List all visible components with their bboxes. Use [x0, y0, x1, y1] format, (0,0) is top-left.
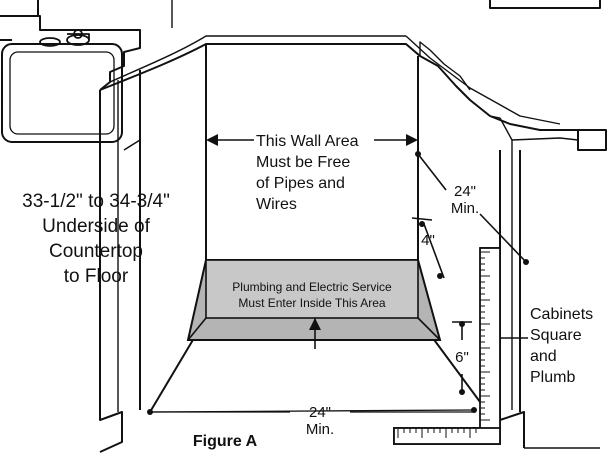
arrow-right-icon	[406, 134, 418, 146]
labels: 33-1/2" to 34-3/4" Underside of Countert…	[22, 133, 593, 450]
wall-area-line1: This Wall Area	[256, 133, 359, 150]
cabinets-line2: Square	[530, 327, 582, 344]
sink-basin	[1, 43, 123, 143]
dim-6-label: 6"	[455, 349, 469, 366]
dim-4-label: 4"	[421, 232, 435, 249]
carpenter-square	[393, 247, 501, 445]
arrow-up-icon	[309, 318, 321, 330]
height-countertop-label: Countertop	[49, 241, 143, 262]
service-area-line1: Plumbing and Electric Service	[232, 280, 392, 294]
height-range-label: 33-1/2" to 34-3/4"	[22, 191, 170, 212]
service-area-line2: Must Enter Inside This Area	[238, 296, 386, 310]
service-area	[186, 259, 442, 341]
cabinets-line3: and	[530, 348, 557, 365]
wall-area-line2: Must be Free	[256, 154, 350, 171]
side-dim-unit: Min.	[451, 200, 479, 217]
faucet-icon	[39, 29, 90, 47]
cabinets-line4: Plumb	[530, 369, 575, 386]
floor-dim-unit: Min.	[306, 421, 334, 438]
right-countertop	[577, 129, 607, 151]
left-cabinet-panel	[99, 90, 123, 453]
cabinets-line1: Cabinets	[530, 306, 593, 323]
height-floor-label: to Floor	[64, 266, 129, 287]
wall-area-line3: of Pipes and	[256, 175, 345, 192]
height-underside-label: Underside of	[42, 216, 150, 237]
figure-caption: Figure A	[193, 433, 258, 450]
floor-dim-value: 24"	[309, 404, 331, 421]
wall-area-line4: Wires	[256, 196, 297, 213]
left-countertop	[0, 15, 141, 91]
arrow-left-icon	[206, 134, 218, 146]
side-dim-value: 24"	[454, 183, 476, 200]
